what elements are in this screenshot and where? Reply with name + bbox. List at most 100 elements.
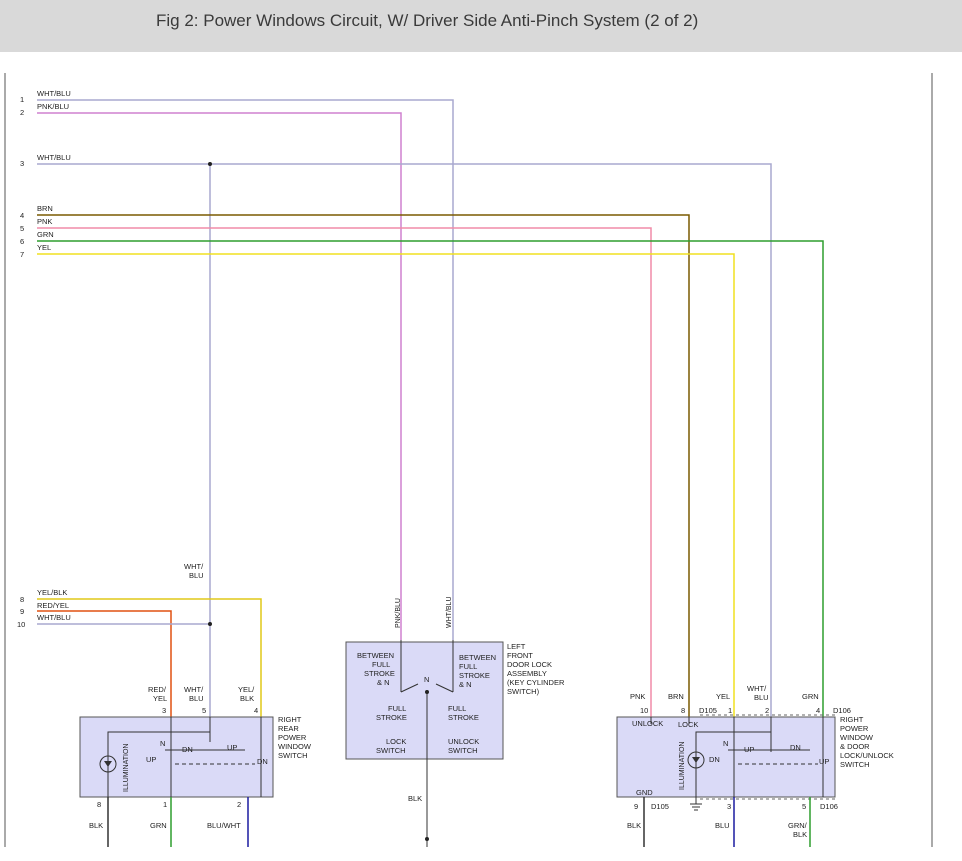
front-pin-4: 4 — [816, 706, 820, 715]
rear-pin-3: 3 — [162, 706, 166, 715]
door-lock-contact — [400, 683, 419, 693]
wire-7: 7 YEL — [20, 243, 735, 717]
front-switch-name-2: POWER — [840, 724, 869, 733]
rear-up-label-right: UP — [227, 743, 237, 752]
rear-switch-name-2: REAR — [278, 724, 299, 733]
front-illumination-lamp-icon — [687, 751, 705, 769]
front-dn-label-left: DN — [709, 755, 720, 764]
front-bottom-wire-blk: BLK — [627, 821, 641, 830]
wire-9-number: 9 — [20, 607, 24, 616]
front-up-label-right: UP — [819, 757, 829, 766]
door-lock-contact — [435, 683, 454, 693]
front-wire-pnk-label: PNK — [630, 692, 645, 701]
rear-switch-name-1: RIGHT — [278, 715, 302, 724]
door-lock-right-between-3: STROKE — [459, 671, 490, 680]
rear-switch-name-5: SWITCH — [278, 751, 308, 760]
door-lock-right-full-2: STROKE — [448, 713, 479, 722]
wiring-diagram: 1 WHT/BLU 2 PNK/BLU 3 WHT/BLU 4 BRN 5 PN… — [4, 73, 933, 847]
door-lock-name-1: LEFT — [507, 642, 526, 651]
front-wire-brn-label: BRN — [668, 692, 684, 701]
wire-8-number: 8 — [20, 595, 24, 604]
diagram-frame — [4, 73, 933, 847]
door-lock-left-wire-label: PNK/BLU — [395, 598, 402, 628]
rear-dn-label-left: DN — [182, 745, 193, 754]
door-lock-unlock-switch-1: UNLOCK — [448, 737, 479, 746]
wire-6-label: GRN — [37, 230, 54, 239]
wire-6: 6 GRN — [20, 230, 824, 717]
door-lock-left-between-2: FULL — [372, 660, 390, 669]
rear-wire-4-label-2: BLK — [240, 694, 254, 703]
wire-2-path — [37, 112, 402, 640]
illumination-lamp-icon — [99, 755, 117, 773]
wire-4-path — [37, 214, 690, 717]
rear-window-switch: WHT/ BLU RED/ YEL WHT/ BLU YEL/ BLK 3 5 … — [79, 562, 312, 847]
rear-switch-name-4: WINDOW — [278, 742, 312, 751]
illumination-diode-icon — [104, 761, 112, 767]
splice-dot — [208, 622, 212, 626]
front-conn-d106-top: D106 — [833, 706, 851, 715]
wire-3: 3 WHT/BLU — [20, 153, 772, 717]
front-gnd-label: GND — [636, 788, 653, 797]
wire-1-path — [37, 99, 454, 640]
rear-n-label: N — [160, 739, 165, 748]
wire-10-number: 10 — [17, 620, 25, 629]
front-lock-label: LOCK — [678, 720, 698, 729]
wire-10-label: WHT/BLU — [37, 613, 71, 622]
wire-4: 4 BRN — [20, 204, 690, 717]
door-lock-right-between-1: BETWEEN — [459, 653, 496, 662]
wire-10: 10 WHT/BLU — [17, 613, 212, 629]
door-lock-left-between-3: STROKE — [364, 669, 395, 678]
door-lock-name-3: DOOR LOCK — [507, 660, 552, 669]
door-lock-assembly: PNK/BLU WHT/BLU BETWEEN FULL STROKE & N … — [345, 597, 565, 847]
door-lock-n-label: N — [424, 675, 429, 684]
front-wire-whtblu-label-2: BLU — [754, 693, 769, 702]
rear-pin-5: 5 — [202, 706, 206, 715]
door-lock-unlock-switch-2: SWITCH — [448, 746, 478, 755]
wire-3-path — [37, 163, 772, 717]
wire-5-path — [37, 227, 652, 717]
front-bottom-wire-grnblk-1: GRN/ — [788, 821, 808, 830]
rear-internal-line — [107, 731, 210, 772]
front-bottom-wire-grnblk-2: BLK — [793, 830, 807, 839]
door-lock-right-wire-label: WHT/BLU — [446, 597, 453, 629]
rear-bottom-wire-3: BLU/WHT — [207, 821, 241, 830]
door-lock-right-between-4: & N — [459, 680, 472, 689]
wire-3-number: 3 — [20, 159, 24, 168]
front-pin-10: 10 — [640, 706, 648, 715]
door-lock-lock-switch-1: LOCK — [386, 737, 406, 746]
front-pin-5: 5 — [802, 802, 806, 811]
wire-9: 9 RED/YEL — [20, 601, 172, 717]
header-bar: Fig 2: Power Windows Circuit, W/ Driver … — [0, 0, 962, 52]
front-conn-d106-bottom: D106 — [820, 802, 838, 811]
door-lock-ground-dot — [425, 837, 429, 841]
door-lock-name-2: FRONT — [507, 651, 533, 660]
door-lock-name-4: ASSEMBLY — [507, 669, 547, 678]
rear-bottom-wire-1: BLK — [89, 821, 103, 830]
door-lock-right-between-2: FULL — [459, 662, 477, 671]
front-window-lock-switch: PNK BRN YEL WHT/ BLU GRN 10 8 D105 1 2 4… — [616, 684, 894, 847]
rear-wire-3-label-1: RED/ — [148, 685, 167, 694]
front-illumination-diode-icon — [692, 757, 700, 763]
front-switch-name-5: LOCK/UNLOCK — [840, 751, 894, 760]
front-pin-8: 8 — [681, 706, 685, 715]
door-lock-box — [345, 641, 504, 760]
front-switch-name-4: & DOOR — [840, 742, 870, 751]
front-switch-name-6: SWITCH — [840, 760, 870, 769]
front-pin-1: 1 — [728, 706, 732, 715]
front-n-label: N — [723, 739, 728, 748]
rear-switch-box — [79, 716, 274, 798]
wire-4-number: 4 — [20, 211, 24, 220]
rear-mid-wire-label-1: WHT/ — [184, 562, 204, 571]
door-lock-name-5: (KEY CYLINDER — [507, 678, 565, 687]
front-pin-3: 3 — [727, 802, 731, 811]
front-switch-box — [616, 716, 836, 798]
page-title: Fig 2: Power Windows Circuit, W/ Driver … — [156, 11, 699, 30]
wire-5-number: 5 — [20, 224, 24, 233]
diagram-canvas: 1 WHT/BLU 2 PNK/BLU 3 WHT/BLU 4 BRN 5 PN… — [0, 52, 962, 856]
rear-up-label-left: UP — [146, 755, 156, 764]
splice-dot — [208, 162, 212, 166]
front-pin-2: 2 — [765, 706, 769, 715]
rear-pin-1: 1 — [163, 800, 167, 809]
front-up-label-left: UP — [744, 745, 754, 754]
door-lock-left-between-1: BETWEEN — [357, 651, 394, 660]
